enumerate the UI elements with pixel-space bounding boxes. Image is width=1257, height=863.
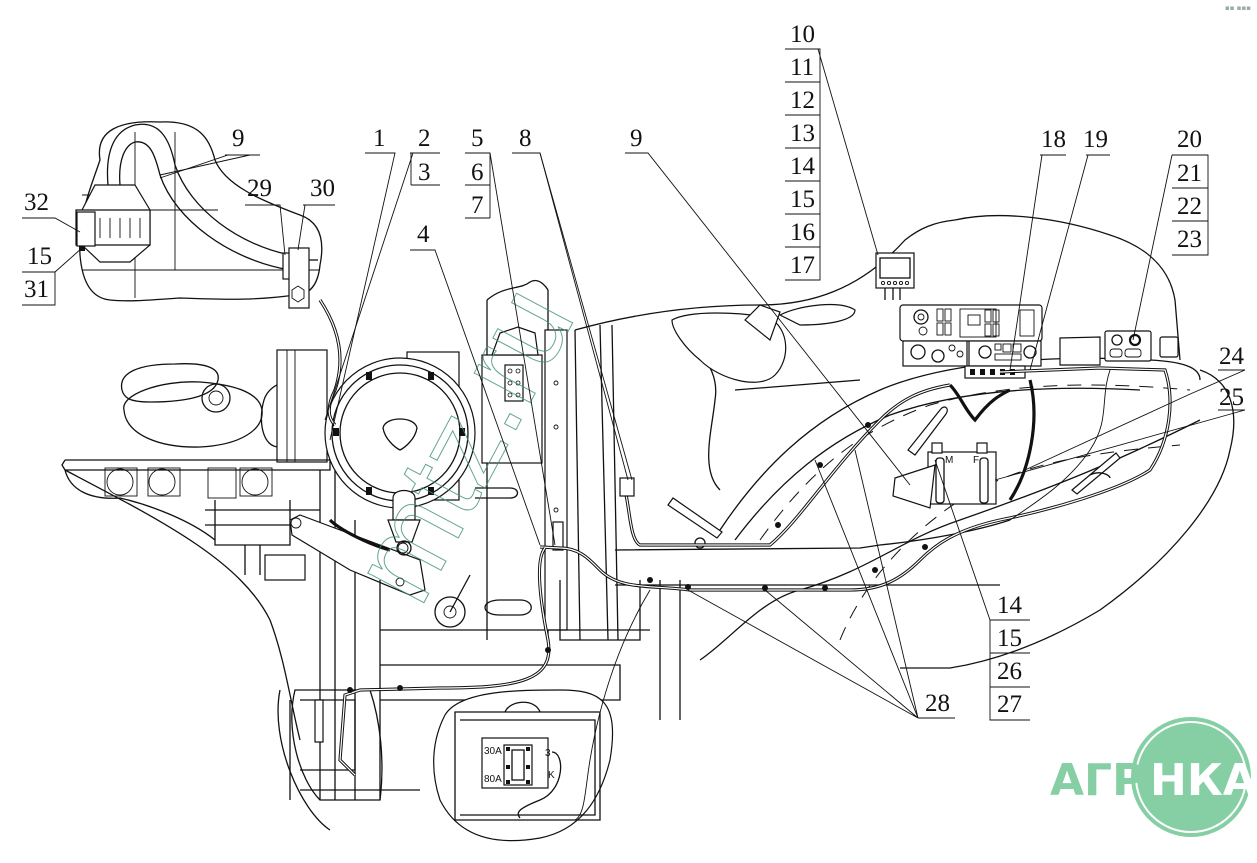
callout-26: 26 bbox=[997, 658, 1022, 685]
callout-17: 17 bbox=[790, 252, 815, 279]
fuse-80a-label: 80A bbox=[484, 774, 502, 785]
callout-15-lower: 15 bbox=[997, 625, 1022, 652]
callout-7: 7 bbox=[471, 192, 484, 219]
fuse-30a-label: 30A bbox=[484, 746, 502, 757]
callout-23: 23 bbox=[1177, 226, 1202, 253]
callout-32: 32 bbox=[24, 189, 49, 216]
relay-label-f: F bbox=[973, 455, 979, 466]
logo-text-left: АГРО bbox=[1050, 755, 1182, 806]
callout-10: 10 bbox=[790, 21, 815, 48]
callout-9: 9 bbox=[630, 125, 643, 152]
callout-9-inset: 9 bbox=[232, 125, 245, 152]
callout-14: 14 bbox=[790, 153, 816, 180]
callout-31: 31 bbox=[24, 276, 49, 303]
logo-text-right: НКА bbox=[1150, 755, 1257, 806]
callout-28: 28 bbox=[925, 690, 950, 717]
fuse-box-inset: 30A 80A 3 K bbox=[433, 689, 614, 842]
callout-25: 25 bbox=[1219, 384, 1244, 411]
callout-20: 20 bbox=[1177, 126, 1202, 153]
callout-16: 16 bbox=[790, 219, 815, 246]
callout-22: 22 bbox=[1177, 193, 1202, 220]
relay-label-m: M bbox=[945, 455, 953, 466]
air-cleaner bbox=[324, 351, 476, 556]
callout-1: 1 bbox=[373, 125, 386, 152]
callout-13: 13 bbox=[790, 120, 815, 147]
callout-14-lower: 14 bbox=[997, 592, 1023, 619]
relay-box: M F bbox=[892, 406, 997, 509]
terminal-k-label: K bbox=[548, 770, 555, 781]
callout-18: 18 bbox=[1041, 126, 1066, 153]
leader-lines bbox=[22, 48, 1246, 721]
callout-8: 8 bbox=[519, 125, 532, 152]
callout-4: 4 bbox=[417, 221, 430, 248]
callout-29: 29 bbox=[247, 175, 272, 202]
callout-12: 12 bbox=[790, 87, 815, 114]
callout-27: 27 bbox=[997, 691, 1022, 718]
callout-11: 11 bbox=[790, 54, 814, 81]
terminal-3-label: 3 bbox=[545, 748, 551, 759]
inset-air-intake bbox=[75, 121, 323, 309]
callout-6: 6 bbox=[471, 159, 484, 186]
callout-labels: 9 29 30 32 15 31 1 2 3 4 5 6 7 8 9 10 11… bbox=[22, 21, 1245, 718]
pillar-structure bbox=[475, 279, 619, 641]
dashboard-panels bbox=[875, 252, 1179, 379]
wiring-harness bbox=[318, 299, 1172, 821]
callout-21: 21 bbox=[1177, 160, 1202, 187]
corner-mark: ▪▪ ▪▪▪ bbox=[1225, 4, 1251, 12]
engine-block bbox=[61, 349, 426, 800]
callout-5: 5 bbox=[471, 125, 484, 152]
callout-30: 30 bbox=[310, 175, 335, 202]
callout-19: 19 bbox=[1083, 126, 1108, 153]
callout-2: 2 bbox=[418, 125, 431, 152]
callout-24: 24 bbox=[1219, 343, 1245, 370]
callout-15: 15 bbox=[790, 186, 815, 213]
callout-15-inset: 15 bbox=[27, 243, 52, 270]
agronka-logo: АГРО НКА bbox=[1050, 717, 1257, 837]
callout-3: 3 bbox=[418, 159, 431, 186]
